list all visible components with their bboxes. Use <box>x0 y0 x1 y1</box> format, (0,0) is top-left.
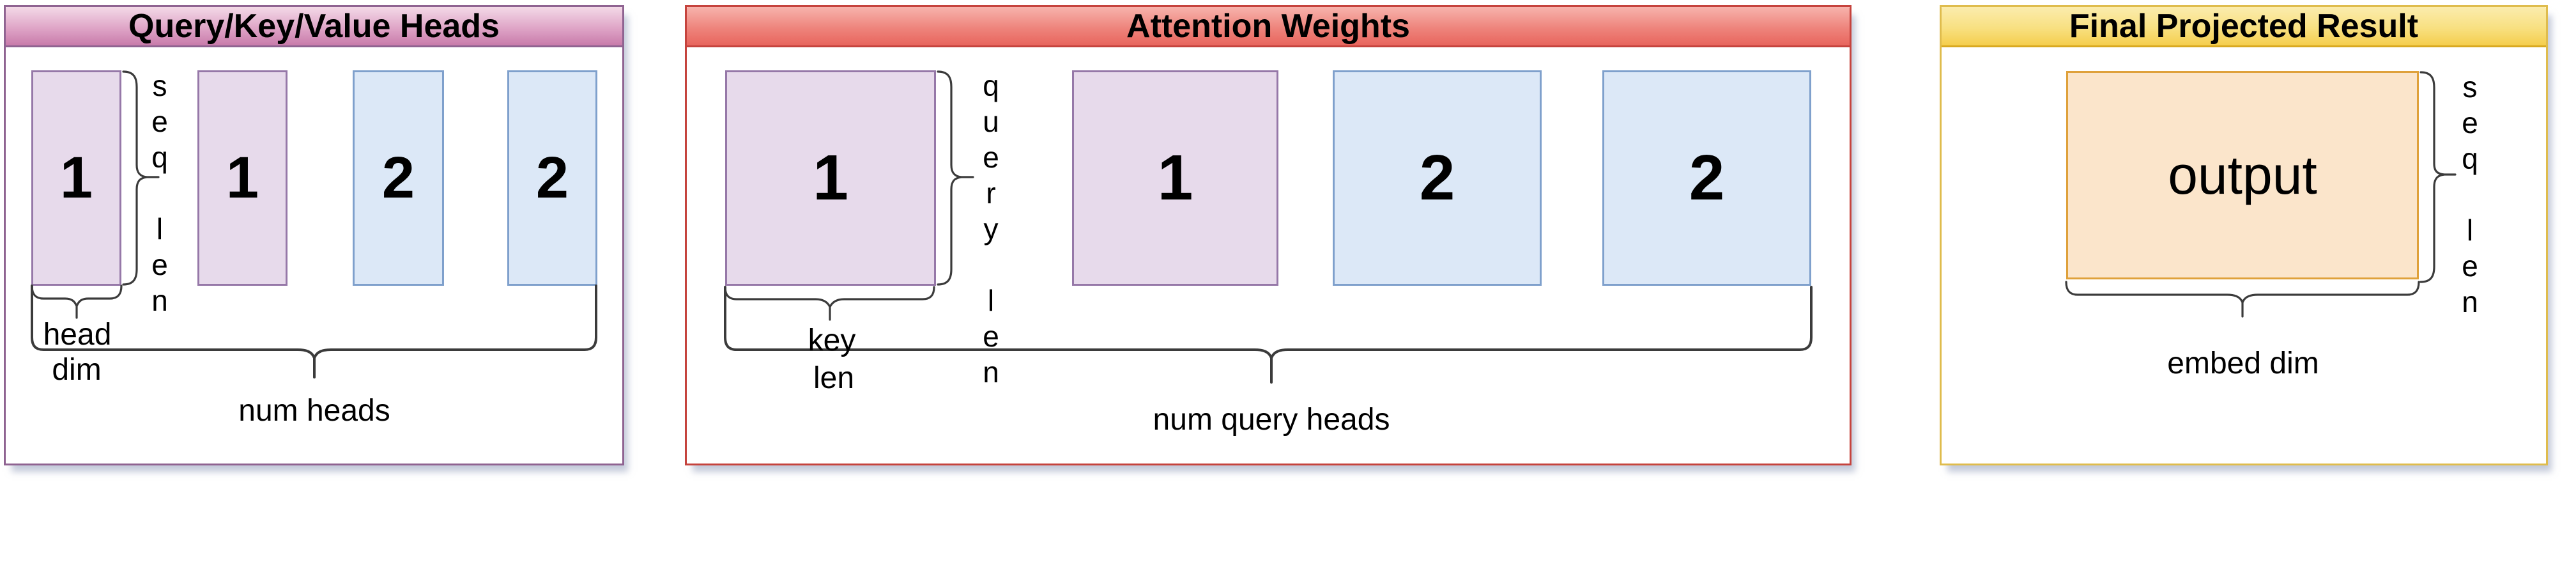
attention-block-2: 1 <box>1072 70 1278 286</box>
panel-attention-title: Attention Weights <box>1126 8 1410 45</box>
qkv-head-block-2-label: 1 <box>226 145 259 210</box>
attention-block-4: 2 <box>1602 70 1811 286</box>
panel-final-header: Final Projected Result <box>1942 7 2546 47</box>
attention-block-3-label: 2 <box>1419 142 1455 214</box>
qkv-head-block-4-label: 2 <box>535 145 569 210</box>
num-heads-label: num heads <box>238 394 390 428</box>
qkv-head-block-3-label: 2 <box>381 145 415 210</box>
output-block-label: output <box>2168 144 2317 205</box>
key-len-label-line2: len <box>813 361 855 395</box>
qkv-head-block-1-label: 1 <box>59 145 93 210</box>
query-len-label: query len <box>974 69 1008 391</box>
attention-block-2-label: 1 <box>1157 142 1193 214</box>
panel-qkv-header: Query/Key/Value Heads <box>6 7 622 47</box>
embed-dim-label: embed dim <box>2167 347 2319 380</box>
key-len-label-line1: key <box>808 323 856 357</box>
qkv-head-block-1: 1 <box>31 70 121 286</box>
panel-attention-weights: Attention Weights 1 1 2 2 <box>685 5 1851 465</box>
panel-qkv-title: Query/Key/Value Heads <box>128 8 500 45</box>
panel-qkv-heads: Query/Key/Value Heads 1 1 2 2 <box>4 5 624 465</box>
panel-final-title: Final Projected Result <box>2069 8 2419 45</box>
seq-len-label: seq len <box>143 69 176 320</box>
qkv-head-block-2: 1 <box>197 70 288 286</box>
attention-block-1: 1 <box>725 70 936 286</box>
panel-attention-header: Attention Weights <box>687 7 1850 47</box>
num-query-heads-label: num query heads <box>1153 403 1390 437</box>
attention-block-4-label: 2 <box>1689 142 1725 214</box>
attention-block-3: 2 <box>1333 70 1542 286</box>
output-block: output <box>2066 71 2419 279</box>
attention-block-1-label: 1 <box>813 142 848 214</box>
head-dim-label-line1: head <box>43 318 112 352</box>
qkv-head-block-4: 2 <box>507 70 597 286</box>
qkv-head-block-3: 2 <box>353 70 444 286</box>
head-dim-label-line2: dim <box>52 353 102 387</box>
output-seq-len-label: seq len <box>2453 70 2487 321</box>
